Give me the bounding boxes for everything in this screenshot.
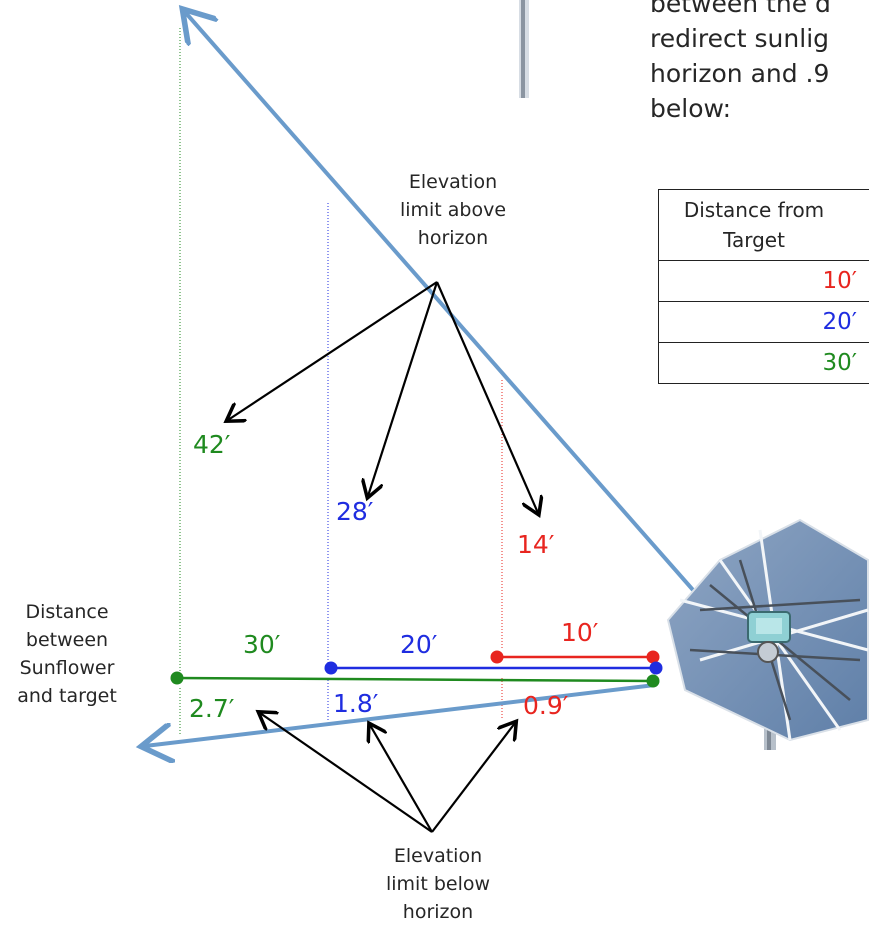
pole-graphic bbox=[519, 0, 529, 98]
distance-label-blue: 20′ bbox=[400, 630, 438, 659]
callout-line: Sunflower bbox=[19, 657, 115, 679]
callout-arrow-to-28 bbox=[368, 281, 439, 496]
description-paragraph: between the d redirect sunlig horizon an… bbox=[650, 0, 831, 126]
callout-arrow-to-1.8 bbox=[370, 725, 433, 833]
callout-arrow-to-42 bbox=[228, 281, 438, 420]
below-limit-blue: 1.8′ bbox=[333, 689, 379, 718]
callout-line: limit below bbox=[385, 873, 491, 895]
paragraph-line: below: bbox=[650, 94, 731, 123]
table-row: 20′ bbox=[658, 301, 869, 343]
distance-dot-red-end bbox=[646, 650, 660, 664]
distance-dot-blue-end bbox=[649, 661, 663, 675]
table-cell: 20′ bbox=[658, 301, 869, 343]
paragraph-line: redirect sunlig bbox=[650, 24, 830, 53]
table-row: 30′ bbox=[658, 342, 869, 384]
callout-line: and target bbox=[17, 685, 117, 707]
table-header-line: Target bbox=[723, 228, 785, 252]
paragraph-line: horizon and .9 bbox=[650, 59, 830, 88]
callout-line: Elevation bbox=[408, 171, 498, 193]
below-limit-red: 0.9′ bbox=[523, 691, 569, 720]
distance-line-green bbox=[176, 676, 654, 683]
table-header-row: Distance from Target bbox=[658, 189, 869, 261]
callout-arrow-to-2.7 bbox=[260, 713, 433, 833]
above-limit-green: 42′ bbox=[193, 430, 231, 459]
table-header-line: Distance from bbox=[683, 198, 825, 222]
callout-arrow-to-14 bbox=[435, 281, 538, 513]
distance-label-green: 30′ bbox=[243, 630, 281, 659]
above-limit-blue: 28′ bbox=[336, 497, 374, 526]
above-limit-red: 14′ bbox=[517, 530, 555, 559]
distance-table: Distance from Target 10′ 20′ 30′ bbox=[658, 189, 869, 384]
distance-dot-blue-start bbox=[324, 661, 338, 675]
callout-line: horizon bbox=[402, 901, 474, 923]
callout-line: Elevation bbox=[393, 845, 483, 867]
callout-above-horizon: Elevation limit above horizon bbox=[383, 168, 523, 252]
paragraph-line: between the d bbox=[650, 0, 831, 18]
table-cell: 30′ bbox=[658, 342, 869, 384]
distance-label-red: 10′ bbox=[561, 618, 599, 647]
distance-dot-green-end bbox=[646, 674, 660, 688]
lower-ray-arrow bbox=[145, 683, 656, 746]
table-header-cell: Distance from Target bbox=[658, 189, 869, 261]
distance-dot-green-start bbox=[170, 671, 184, 685]
callout-arrow-to-0.9 bbox=[431, 723, 515, 833]
distance-dot-red-start bbox=[490, 650, 504, 664]
callout-line: horizon bbox=[417, 227, 489, 249]
callout-line: limit above bbox=[399, 199, 507, 221]
callout-below-horizon: Elevation limit below horizon bbox=[378, 842, 498, 926]
below-limit-green: 2.7′ bbox=[189, 694, 235, 723]
table-row: 10′ bbox=[658, 260, 869, 302]
callout-distance: Distance between Sunflower and target bbox=[0, 598, 134, 710]
upper-ray-arrow bbox=[185, 12, 695, 592]
table-cell: 10′ bbox=[658, 260, 869, 302]
callout-line: Distance bbox=[25, 601, 109, 623]
callout-line: between bbox=[25, 629, 109, 651]
sunflower-graphic bbox=[666, 518, 869, 750]
